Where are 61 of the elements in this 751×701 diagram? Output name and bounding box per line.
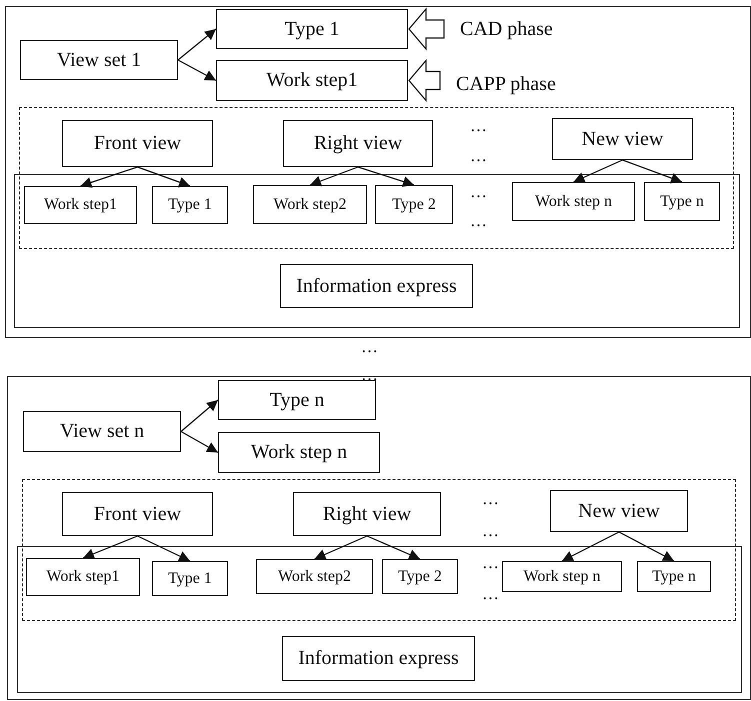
group-frame	[17, 546, 742, 693]
arrow	[358, 166, 414, 187]
phase-label: CAPP phase	[456, 69, 600, 99]
ellipsis-mark: …	[470, 183, 487, 200]
process-box: Information express	[280, 264, 473, 308]
group-frame	[7, 376, 751, 700]
process-box: New view	[552, 118, 693, 160]
phase-label: CAD phase	[460, 14, 600, 44]
process-box: Work step1	[24, 186, 137, 224]
ellipsis-mark: …	[470, 212, 487, 229]
arrow	[80, 166, 138, 188]
process-box: Work step1	[216, 60, 408, 101]
ellipsis-mark: …	[361, 366, 378, 383]
hollow-arrow	[408, 7, 445, 51]
process-box: Type 2	[382, 559, 458, 594]
process-box: Work step1	[26, 558, 140, 596]
arrow	[562, 531, 620, 562]
dashed-group-frame	[19, 107, 734, 249]
dashed-group-frame	[22, 479, 736, 621]
process-box: Type 2	[375, 185, 453, 224]
arrow	[82, 535, 138, 559]
arrow	[180, 400, 218, 432]
arrow	[366, 535, 420, 560]
arrow	[178, 59, 216, 82]
process-box: Front view	[62, 492, 213, 536]
process-box: Type 1	[152, 186, 228, 224]
arrow	[618, 531, 674, 562]
process-box: Type n	[218, 380, 376, 420]
arrow	[180, 430, 218, 454]
process-box: Right view	[283, 120, 433, 167]
ellipsis-mark: …	[470, 117, 487, 134]
process-box: New view	[550, 490, 688, 532]
arrow	[573, 159, 623, 183]
process-box: Type n	[644, 182, 720, 221]
process-box: Type n	[637, 561, 711, 592]
process-box: Information express	[282, 636, 475, 681]
process-box: View set 1	[20, 40, 178, 80]
process-box: View set n	[23, 411, 181, 452]
process-box: Front view	[62, 120, 213, 167]
ellipsis-mark: …	[361, 338, 378, 355]
group-frame	[14, 174, 740, 328]
process-box: Work step2	[256, 559, 373, 594]
arrow	[137, 166, 190, 188]
process-box: Work step n	[502, 561, 622, 592]
process-box: Type 1	[152, 561, 228, 596]
ellipsis-mark: …	[482, 585, 499, 602]
arrow	[310, 166, 358, 186]
process-box: Type 1	[216, 9, 408, 49]
arrow	[622, 159, 682, 184]
ellipsis-mark: …	[482, 522, 499, 539]
process-box: Work step n	[218, 432, 380, 473]
ellipsis-mark: …	[482, 490, 499, 507]
arrow	[137, 535, 190, 562]
arrow	[178, 28, 216, 60]
ellipsis-mark: …	[482, 554, 499, 571]
ellipsis-mark: …	[470, 147, 487, 164]
process-box: Work step2	[253, 185, 367, 224]
process-box: Right view	[293, 492, 441, 536]
arrow	[314, 535, 368, 560]
hollow-arrow	[408, 58, 441, 102]
process-box: Work step n	[512, 182, 635, 221]
